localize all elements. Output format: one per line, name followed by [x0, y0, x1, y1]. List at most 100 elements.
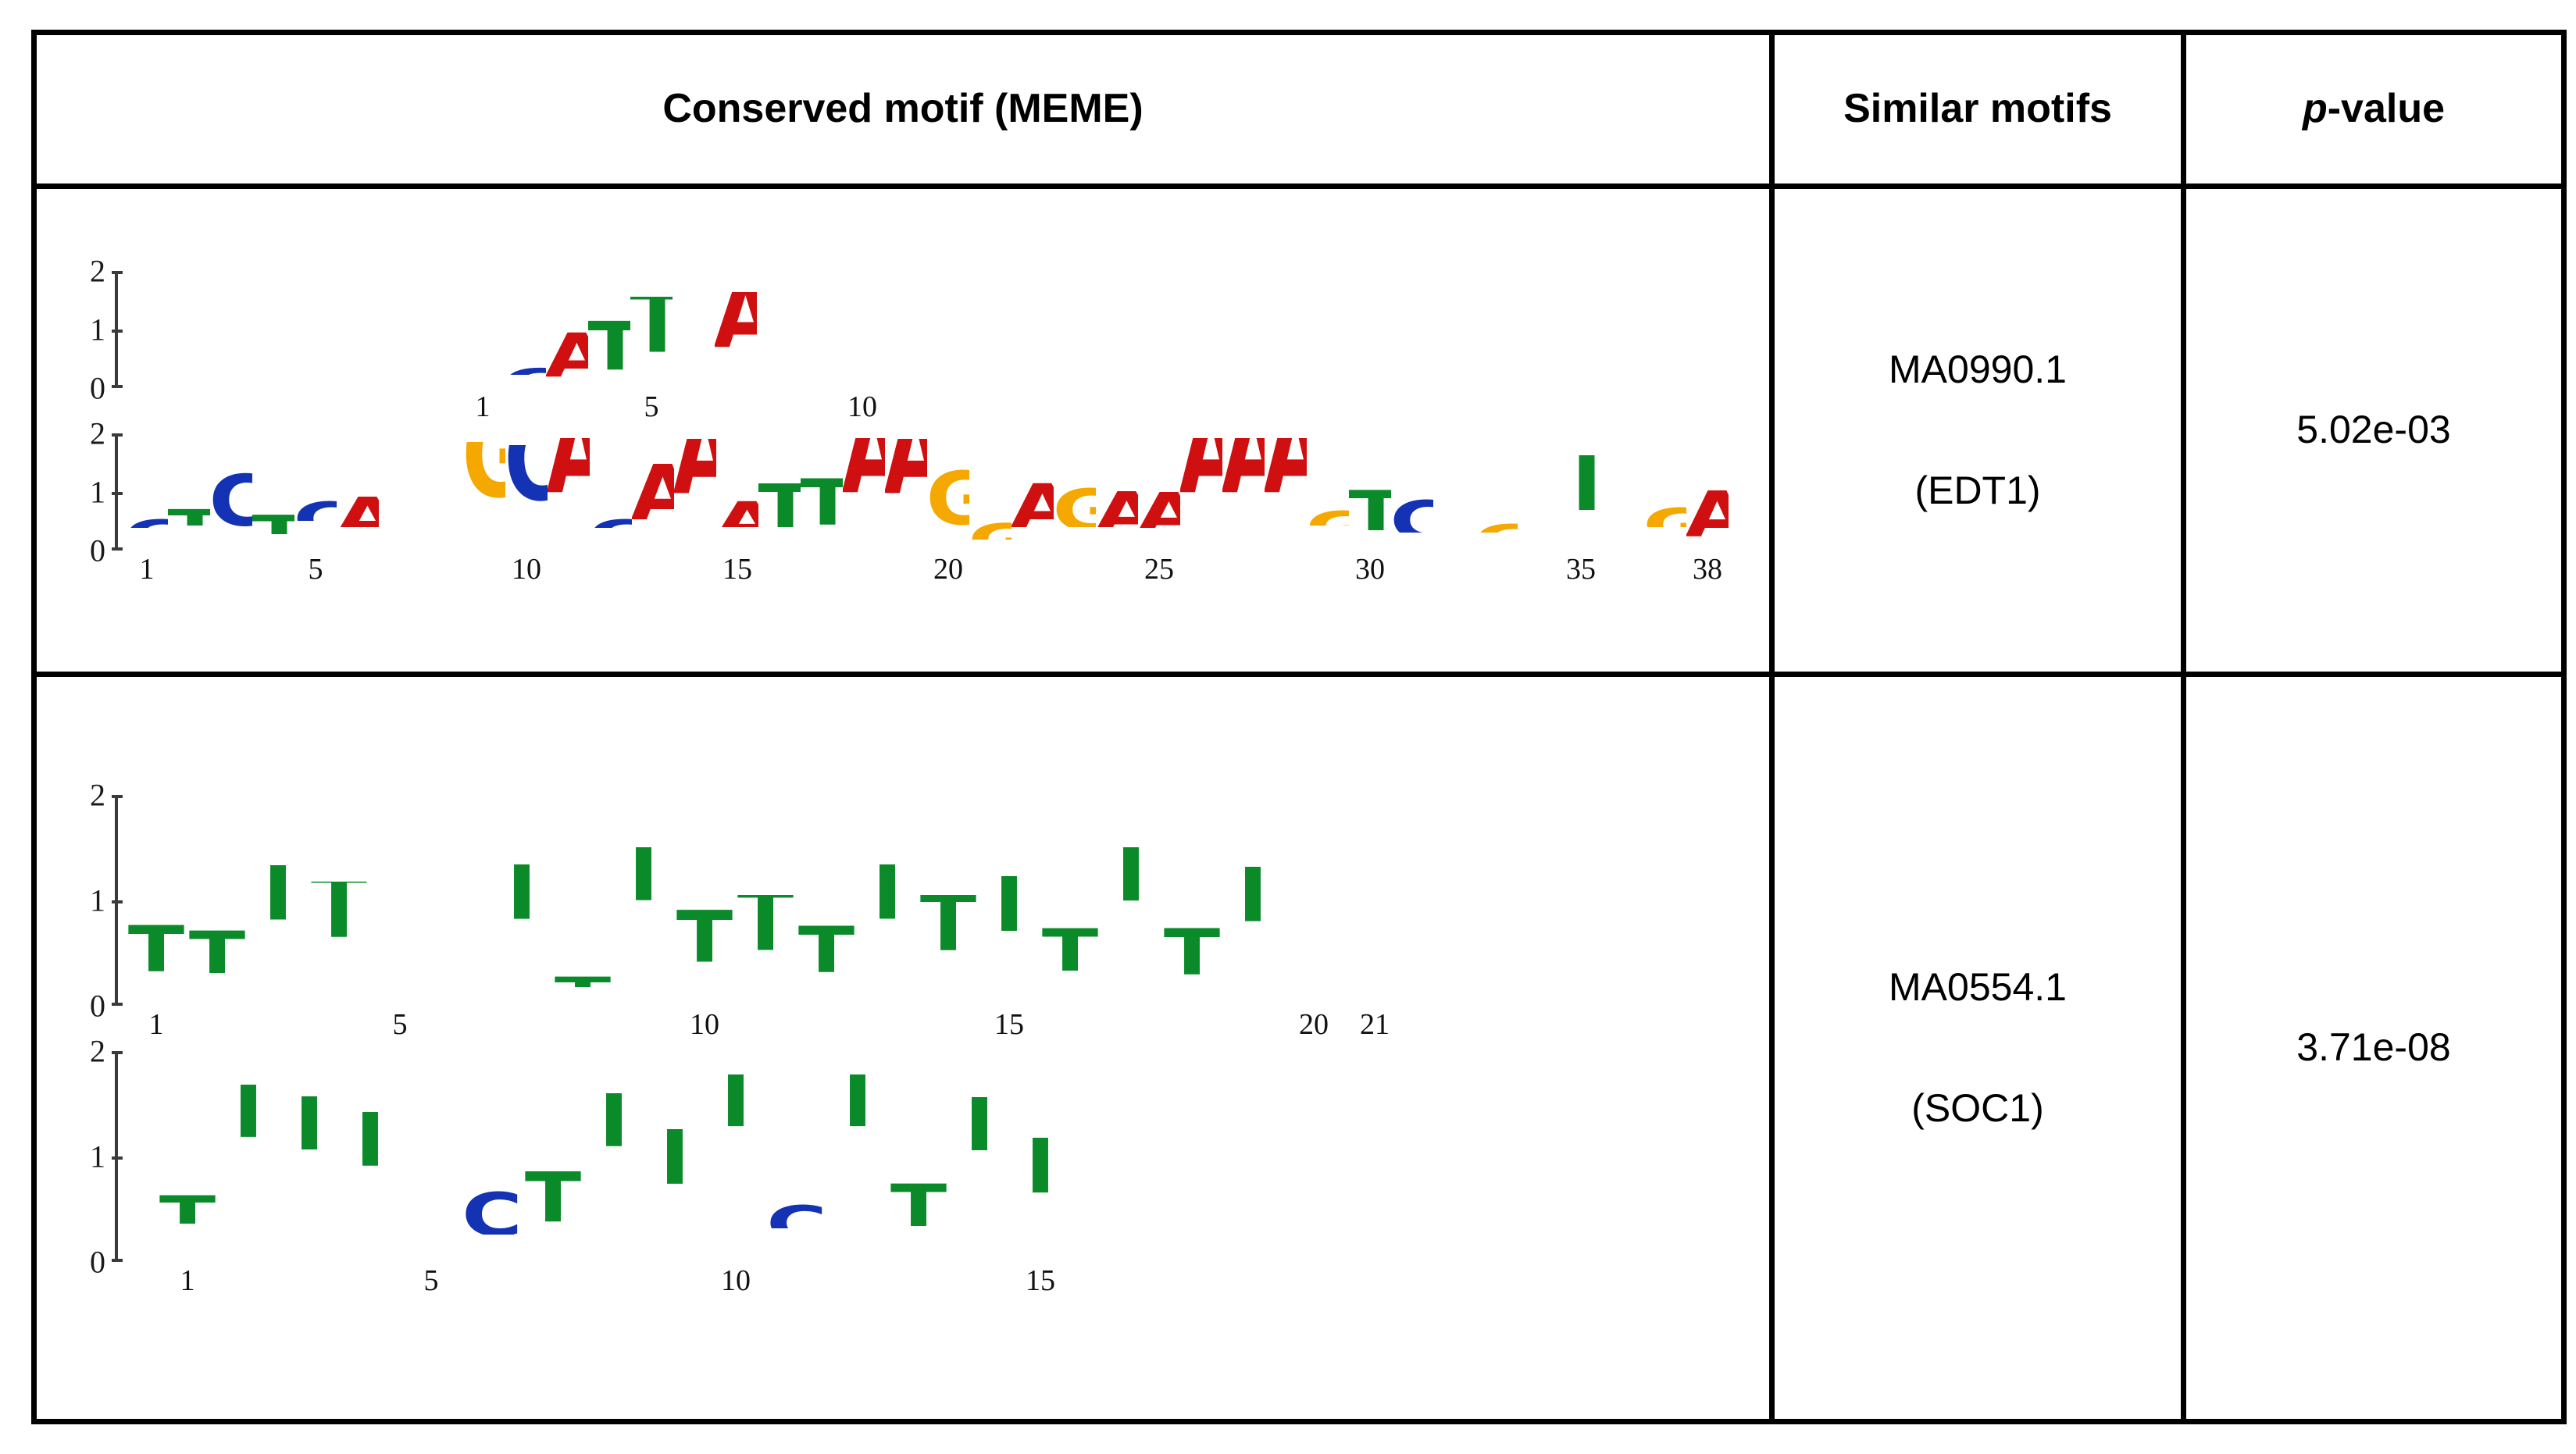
logo-letter-T: T [1518, 511, 1560, 536]
logo-letter-G: G [126, 996, 187, 1006]
x-axis-tick-label: 1 [475, 390, 491, 423]
logo-letter-C: C [210, 469, 252, 534]
logo-letter-T: T [126, 528, 168, 551]
logo-letter-C: C [279, 1238, 340, 1262]
logo-position-stack: TGC [1344, 979, 1405, 1006]
similar-motif-cell-row2: MA0554.1 (SOC1) [1769, 671, 2186, 1425]
logo-letter-A: A [248, 996, 309, 1006]
x-axis-tick-label: 10 [721, 1263, 751, 1297]
similar-motif-id: MA0554.1 [1889, 964, 2067, 1009]
header-p-rest: -value [2327, 86, 2446, 132]
logo-letter-T: T [1349, 476, 1391, 531]
logo-letter-C: C [523, 1229, 583, 1253]
logo-position-stack: TAG [401, 1221, 462, 1262]
logo-position-stack: TCG [187, 918, 248, 1006]
logo-letter-G: G [252, 534, 294, 545]
x-axis-tick-label: 30 [1355, 552, 1385, 586]
logo-letter-A: A [1040, 997, 1101, 1006]
logo-letter-G: G [294, 544, 337, 551]
logo-letter-T: T [588, 314, 630, 376]
y-axis-tick-label: 1 [90, 882, 105, 918]
logo-letter-C: C [491, 970, 552, 997]
header-p-value: p-value [2181, 30, 2567, 189]
logo-letter-G: G [1475, 497, 1518, 533]
y-axis-tick [112, 329, 123, 333]
logo-letter-C: C [1283, 989, 1344, 1000]
logo-position-stack: TG [1071, 1246, 1132, 1262]
y-axis-tick-label: 1 [90, 474, 105, 510]
logo-letter-T: T [673, 375, 715, 382]
logo-letter-C: C [505, 445, 548, 551]
logo-letter-C: C [430, 989, 491, 1000]
logo-letter-C: C [590, 492, 632, 529]
y-axis-tick [112, 794, 123, 798]
logo-position-stack: TCG [1161, 918, 1222, 1006]
logo-letter-T: T [1041, 916, 1099, 971]
x-axis-tick-label: 1 [139, 552, 155, 586]
logo-position-stack: GATC [462, 365, 504, 388]
logo-letter-T: T [716, 527, 758, 551]
logo-letter-A: A [927, 536, 969, 551]
logo-position-stack: TCG [796, 916, 857, 1006]
logo-letter-C: C [340, 1238, 401, 1262]
logo-letter-A: A [735, 996, 796, 1006]
logo-letter-A: A [758, 527, 801, 551]
logo-letter-C: C [1344, 1000, 1405, 1006]
logo-position-stack: G [463, 442, 505, 551]
logo-letter-G: G [1161, 997, 1222, 1006]
logo-letter-A: A [157, 1245, 218, 1256]
logo-position-stack: T [827, 1074, 888, 1262]
logo-letter-T: T [766, 1253, 827, 1262]
logo-position-stack: TCA [491, 864, 552, 1006]
logo-letter-C: C [1010, 1230, 1071, 1253]
logo-letter-G: G [799, 371, 841, 382]
logo-position-stack: A [1265, 438, 1307, 551]
logo-position-stack: TC [279, 1096, 340, 1262]
header-p-italic: p [2302, 86, 2328, 132]
logo-letter-T: T [1102, 847, 1160, 937]
logo-letter-T: T [1391, 533, 1433, 551]
logo-pair-row1: 210GATCCATGATGCTAGCTCAGATGCATGCTACGTGCAT… [54, 253, 1758, 591]
logo-position-stack: T [705, 1074, 766, 1262]
logo-letter-T: T [1475, 533, 1518, 551]
logo-letter-G: G [1518, 535, 1560, 551]
logo-letter-G: G [949, 1240, 1010, 1255]
logo-letter-C: C [126, 973, 187, 996]
logo-letter-A: A [504, 375, 546, 381]
logo-position-stack: CT [1391, 483, 1433, 551]
y-axis-tick [112, 491, 123, 495]
logo-letter-G: G [969, 499, 1011, 540]
logo-letter-A: A [716, 481, 758, 527]
logo-position-stack: TCA [523, 1166, 583, 1262]
logo-position-stack: TCG [674, 906, 735, 1006]
logo-letter-A: A [462, 377, 504, 383]
y-axis-tick [112, 433, 123, 437]
table-row: 210GATCCATGATGCTAGCTCAGATGCATGCTACGTGCAT… [31, 184, 2567, 677]
logo-position-stack: GA [927, 469, 969, 551]
logo-position-stack: CATG [504, 340, 546, 388]
x-axis-tick-label: 5 [644, 390, 659, 423]
logo-letter-T: T [583, 1093, 644, 1243]
similar-motif-cell-row1: MA0990.1 (EDT1) [1769, 184, 2186, 677]
logo-letter-T: T [1560, 455, 1602, 551]
logo-position-stack: CAG [294, 479, 337, 551]
logo-letter-A: A [757, 369, 799, 383]
logo-letter-A: A [843, 438, 885, 551]
sequence-logo: 210GATCCATGATGCTAGCTCAGATGCATGCTACGTGCAT… [54, 253, 1758, 429]
logo-position-stack: CTA [462, 1180, 523, 1262]
logo-letter-G: G [927, 469, 969, 536]
logo-position-stack: ATG [337, 479, 379, 551]
logo-letter-G: G [1011, 527, 1054, 551]
logo-letter-A: A [1686, 480, 1729, 537]
logo-letter-C: C [379, 544, 421, 551]
table-header: Conserved motif (MEME) Similar motifs p-… [31, 30, 2567, 189]
logo-position-stack: TA [583, 1093, 644, 1262]
logo-position-stack: AC [1138, 476, 1180, 551]
logo-letter-A: A [369, 989, 430, 1000]
logo-position-stack: A [674, 439, 716, 551]
logo-letter-T: T [401, 1221, 462, 1244]
logo-position-stack: TG [1433, 534, 1475, 551]
